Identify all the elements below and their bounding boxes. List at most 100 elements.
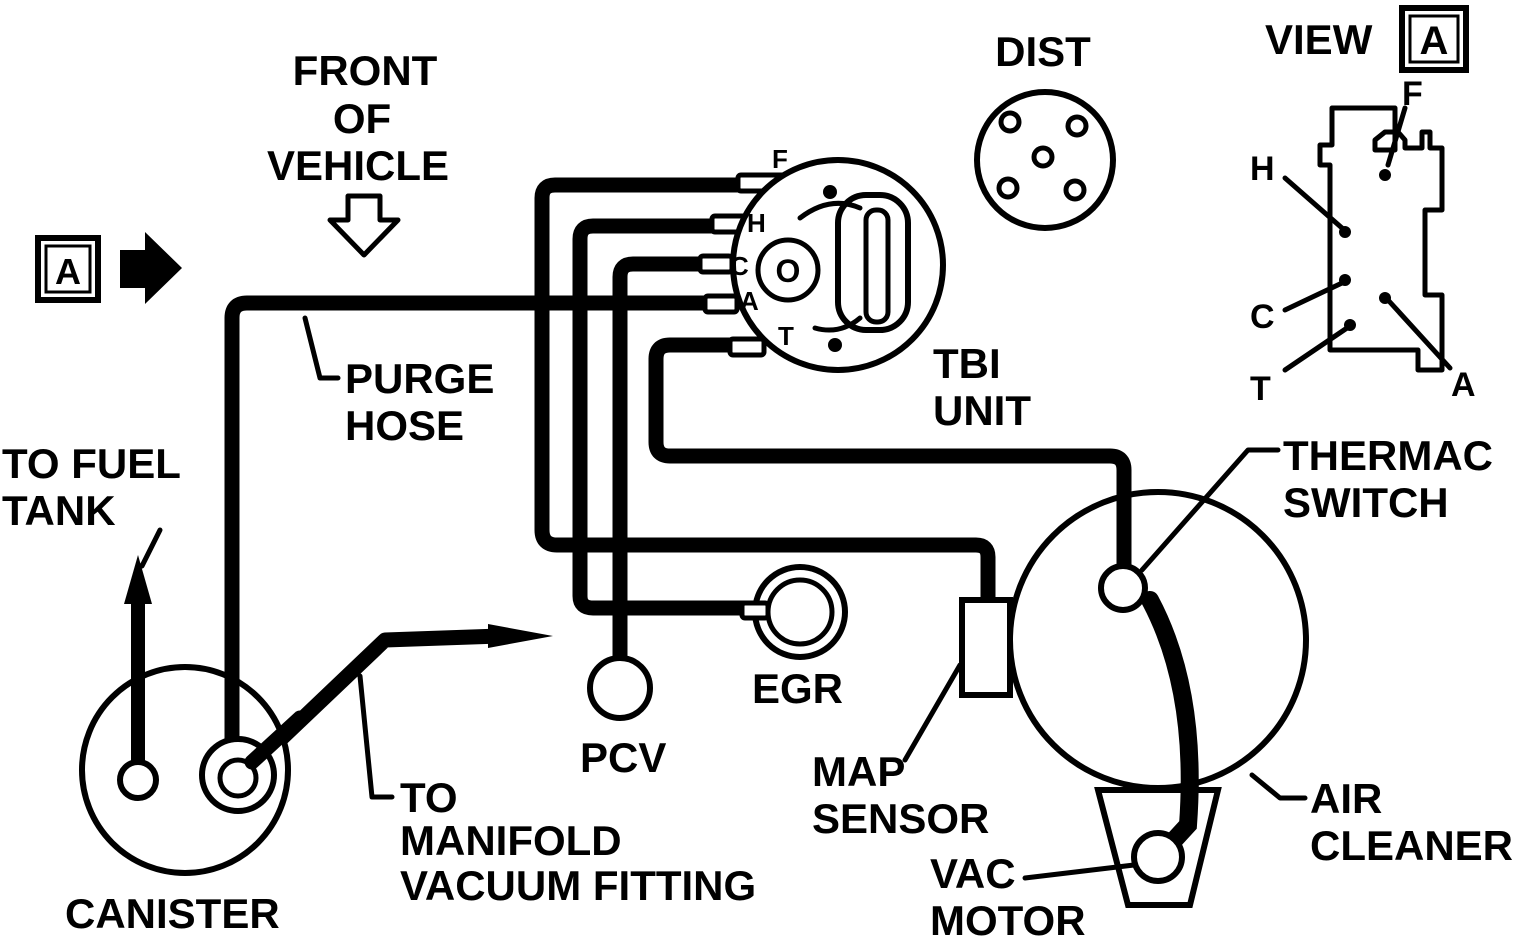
purge-hose-leader — [302, 315, 341, 381]
canister-label: CANISTER — [65, 890, 280, 937]
view-leader-h — [1282, 175, 1345, 231]
view-leader-f — [1385, 105, 1408, 168]
egr-nipple — [739, 600, 771, 621]
view-a-arrow — [120, 232, 182, 304]
vac-motor-label-line2: MOTOR — [930, 897, 1086, 938]
view-a-indicator: A — [35, 232, 182, 304]
view-a-detail: F H C T A — [1250, 75, 1476, 408]
manifold-leader — [357, 673, 395, 800]
thermac-hose — [648, 337, 1132, 578]
canister — [79, 664, 308, 876]
view-port-f-dot — [1379, 169, 1391, 181]
tbi-bolt-bottom — [828, 338, 842, 352]
front-of-vehicle-arrow — [327, 193, 401, 258]
dist-label: DIST — [995, 28, 1091, 75]
thermac-switch — [1098, 563, 1148, 613]
view-a-marker-box — [35, 235, 101, 303]
map-sensor-label-line2: SENSOR — [812, 795, 989, 842]
air-cleaner-body — [1007, 489, 1309, 791]
canister-fuel-port — [117, 759, 159, 801]
pcv-valve — [587, 655, 653, 721]
vac-motor — [1131, 830, 1185, 884]
view-port-a-label: A — [1451, 366, 1476, 404]
view-box-label: A — [1420, 19, 1449, 63]
view-leader-a — [1385, 297, 1453, 371]
tbi-port-h-label: H — [747, 208, 766, 238]
view-box — [1399, 5, 1469, 73]
purge-hose-label-line1: PURGE — [345, 355, 494, 402]
vac-motor-hose-overlay — [1141, 591, 1199, 859]
view-port-t-label: T — [1250, 370, 1271, 408]
tbi-port-f-label: F — [772, 144, 788, 174]
labels: FRONT OF VEHICLE DIST VIEW A PURGE HOSE … — [2, 16, 1513, 938]
tbi-throttle-bore — [863, 207, 891, 325]
tbi-throttle-arc — [797, 200, 863, 221]
tbi-label-line1: TBI — [933, 340, 1001, 387]
port-a-nipple — [702, 293, 740, 315]
purge-hose — [224, 295, 723, 744]
tbi-port-t-label: T — [778, 321, 794, 351]
tbi-bolt-top — [823, 185, 837, 199]
view-leader-t — [1282, 325, 1350, 373]
map-sensor-leader — [902, 662, 963, 763]
distributor-terminal — [1031, 145, 1055, 169]
air-cleaner — [959, 489, 1309, 908]
egr-hose — [572, 218, 768, 616]
distributor-terminal — [998, 110, 1022, 134]
view-leader-c — [1282, 280, 1345, 313]
fuel-tank-label-line2: TANK — [2, 487, 116, 534]
map-sensor-label-line1: MAP — [812, 748, 905, 795]
distributor-terminal — [1065, 114, 1089, 138]
egr-inner — [765, 577, 835, 647]
view-a-marker-label: A — [55, 251, 81, 292]
front-label-line1: FRONT — [293, 47, 438, 94]
vac-motor-leader — [1022, 862, 1137, 881]
fuel-tank-label-line1: TO FUEL — [2, 440, 181, 487]
thermac-label-line2: SWITCH — [1283, 479, 1449, 526]
front-label-line3: VEHICLE — [267, 142, 449, 189]
map-sensor — [959, 597, 1013, 698]
distributor — [974, 89, 1116, 231]
port-t-nipple — [727, 336, 767, 358]
front-label-line2: OF — [333, 95, 391, 142]
tbi-throttle-arc-lower — [812, 315, 863, 333]
air-cleaner-leader — [1249, 772, 1308, 801]
port-c-nipple — [697, 253, 735, 275]
thermac-leader — [1139, 447, 1281, 573]
view-a-housing — [1317, 105, 1445, 373]
view-a-marker-inner — [44, 244, 92, 294]
manifold-label-line2: MANIFOLD — [400, 817, 622, 864]
vac-motor-label-line1: VAC — [930, 850, 1016, 897]
tbi-center-port — [755, 237, 821, 303]
pcv-label: PCV — [580, 734, 666, 781]
distributor-terminal — [1063, 178, 1087, 202]
view-port-h-label: H — [1250, 150, 1275, 188]
tbi-port-c-label: C — [730, 251, 749, 281]
tbi-port-center-label: O — [776, 253, 801, 289]
manifold-label-line1: TO — [400, 774, 458, 821]
view-box-inner — [1408, 14, 1460, 64]
fuel-tank-arrow-tail — [139, 527, 163, 569]
fuel-tank-arrow — [124, 555, 152, 604]
purge-hose-label-line2: HOSE — [345, 402, 464, 449]
manifold-label-line3: VACUUM FITTING — [400, 862, 756, 909]
egr-label: EGR — [752, 665, 843, 712]
thermac-label-line1: THERMAC — [1283, 432, 1493, 479]
tbi-port-a-label: A — [740, 286, 759, 316]
tbi-unit: O F H C A T — [697, 144, 946, 373]
manifold-vacuum-arrow — [488, 624, 553, 648]
pcv-hose — [612, 256, 713, 668]
tbi-label-line2: UNIT — [933, 387, 1031, 434]
air-cleaner-label-line2: CLEANER — [1310, 822, 1513, 869]
air-cleaner-label-line1: AIR — [1310, 775, 1382, 822]
canister-manifold-hose-overlay — [244, 710, 308, 770]
egr-valve — [739, 564, 848, 660]
view-port-c-label: C — [1250, 298, 1275, 336]
distributor-terminal — [996, 176, 1020, 200]
map-sensor-hose — [534, 177, 996, 608]
canister-purge-port-inner — [217, 757, 259, 799]
view-label: VIEW — [1265, 16, 1373, 63]
leader-lines — [302, 315, 1308, 881]
view-port-f-label: F — [1402, 75, 1423, 113]
